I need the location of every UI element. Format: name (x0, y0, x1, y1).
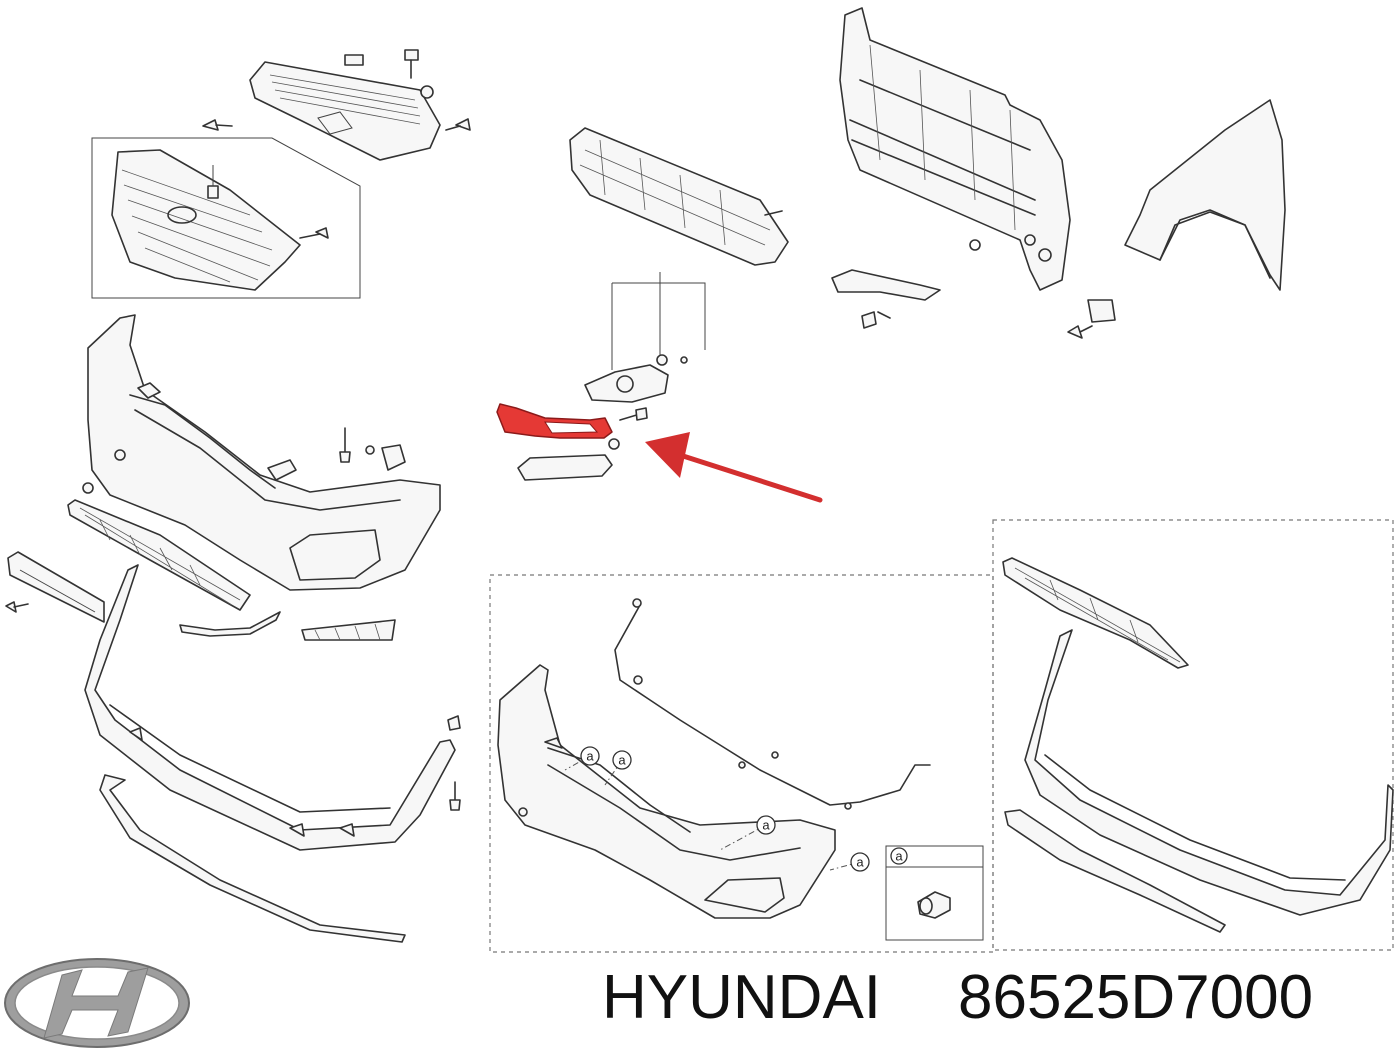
clip (420, 85, 434, 99)
callout-marker-label: a (856, 855, 864, 870)
fog-lamp-bracket-group (611, 272, 706, 370)
variant-box-lower-trim (992, 519, 1394, 951)
highlighted-fog-lamp-bezel (496, 403, 613, 439)
radiator-grille-box (91, 137, 361, 299)
bolt (339, 427, 351, 463)
screw (5, 601, 29, 613)
callout-marker-label: a (762, 818, 770, 833)
callout-marker-label: a (586, 749, 594, 764)
nut (608, 438, 620, 450)
hyundai-logo-icon (4, 958, 190, 1048)
bolt (404, 49, 419, 79)
skid-plate-strip (99, 774, 406, 943)
fog-lamp-cover (517, 454, 613, 481)
screw (202, 119, 233, 131)
front-end-carrier (839, 7, 1071, 291)
fog-lamp-housing (584, 354, 688, 403)
bolt (619, 407, 648, 421)
parking-sensor-wiring (614, 598, 931, 810)
chrome-strip (179, 611, 281, 637)
brand-name: HYUNDAI (602, 963, 882, 1032)
red-arrow-icon (645, 432, 823, 503)
carrier-bracket (831, 269, 941, 301)
parking-sensor-detail: a (885, 845, 984, 941)
lower-bumper (84, 564, 456, 851)
bumper-cover-with-sensors (497, 664, 836, 919)
lower-grille (67, 499, 251, 611)
callout-marker-label: a (618, 753, 626, 768)
upper-grille-cover (249, 54, 441, 161)
skid-plate-strip (1004, 809, 1226, 933)
front-bumper-cover (87, 314, 441, 591)
part-number: 86525D7000 (958, 963, 1314, 1032)
bumper-beam (569, 127, 789, 266)
callout-marker: a (719, 815, 776, 851)
lower-grille (1002, 557, 1189, 669)
callout-marker-label: a (895, 849, 903, 864)
clip (82, 482, 94, 494)
screw (445, 118, 471, 131)
bracket (365, 444, 406, 471)
callout-marker: a (564, 746, 600, 771)
front-fender (1124, 99, 1286, 291)
callout-marker: a (829, 852, 870, 872)
bolt (861, 311, 891, 329)
callout-marker: a (604, 750, 632, 786)
lower-bumper (1024, 629, 1394, 916)
license-plate-bracket (7, 551, 105, 623)
bolt (1067, 325, 1093, 339)
side-garnish (301, 619, 396, 641)
fender-bracket (1087, 299, 1116, 323)
clip (447, 715, 461, 811)
